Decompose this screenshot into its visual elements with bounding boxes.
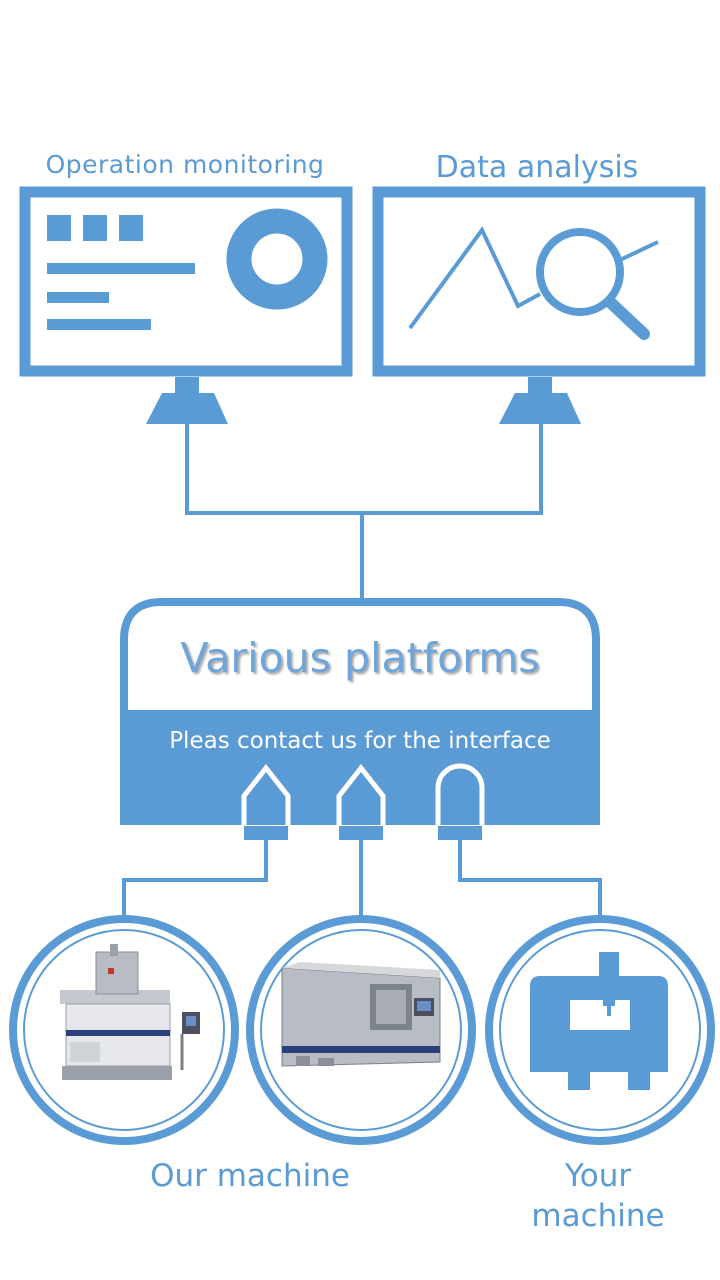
machine-connectors [122,840,602,920]
line-chart-icon [408,226,659,330]
machine-circle-1 [9,915,239,1145]
monitor-operation-monitoring [19,186,353,424]
platform-title: Various platforms [180,634,540,682]
plug-3 [435,763,485,840]
data-analysis-label: Data analysis [435,150,639,185]
machine-circle-3 [485,915,715,1145]
dashboard-icon [47,215,195,330]
your-machine-label: Your machine [531,1158,665,1234]
cnc-grinder-image [281,962,441,1067]
magnifier-icon [536,228,650,340]
interface-note: Pleas contact us for the interface [169,728,551,754]
our-machine-label: Our machine [150,1158,350,1194]
operation-monitoring-label: Operation monitoring [45,150,325,179]
machine-circle-2 [246,915,476,1145]
monitor-data-analysis [372,186,706,424]
donut-chart-icon [226,208,328,310]
monitor-connectors [185,424,543,602]
surface-grinder-image [60,944,200,1080]
machine-tool-icon [530,952,668,1090]
plug-2 [336,763,386,840]
plug-1 [241,763,291,840]
plug-connectors [241,763,485,840]
